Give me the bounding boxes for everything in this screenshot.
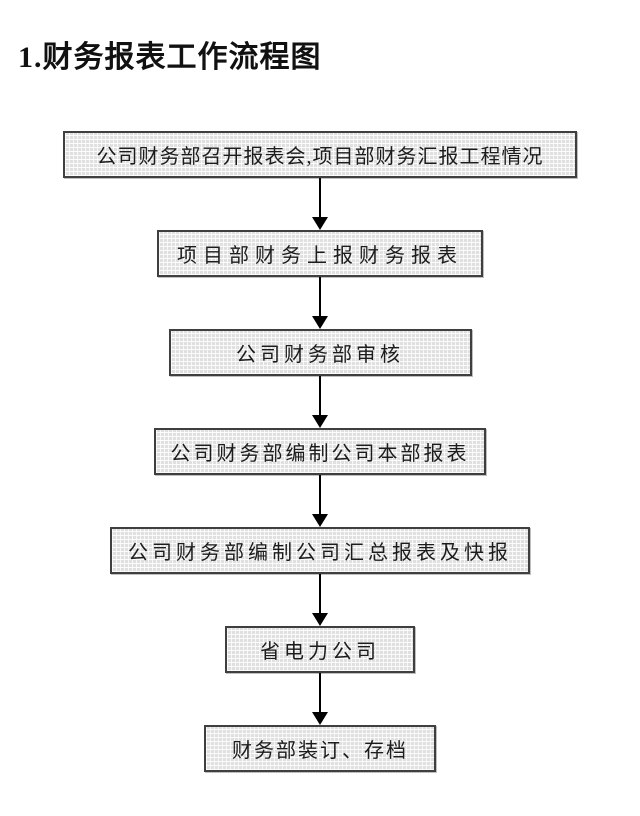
connector-3-4 [312,376,328,428]
arrow-shaft [319,574,321,615]
connector-6-7 [312,673,328,725]
flow-node-label: 公司财务部召开报表会,项目部财务汇报工程情况 [96,146,544,168]
arrow-down-icon [312,613,328,626]
flowchart: 公司财务部召开报表会,项目部财务汇报工程情况 项目部财务上报财务报表 公司财务部… [0,131,640,772]
arrow-shaft [319,178,321,219]
connector-2-3 [312,277,328,329]
flow-node-label: 公司财务部编制公司本部报表 [170,443,470,465]
arrow-shaft [319,673,321,714]
arrow-shaft [319,277,321,318]
connector-4-5 [312,475,328,527]
flow-node-label: 项目部财务上报财务报表 [177,245,463,267]
flow-node-4: 公司财务部编制公司本部报表 [154,428,486,475]
arrow-down-icon [312,514,328,527]
flow-node-5: 公司财务部编制公司汇总报表及快报 [110,527,530,574]
arrow-shaft [319,475,321,516]
flow-node-label: 公司财务部编制公司汇总报表及快报 [128,542,512,564]
flow-node-3: 公司财务部审核 [168,329,472,376]
flow-node-1: 公司财务部召开报表会,项目部财务汇报工程情况 [63,131,577,178]
connector-1-2 [312,178,328,230]
flow-node-6: 省电力公司 [225,626,415,673]
arrow-down-icon [312,712,328,725]
page-title: 1.财务报表工作流程图 [18,41,322,74]
connector-5-6 [312,574,328,626]
flow-node-label: 财务部装订、存档 [232,740,408,762]
arrow-down-icon [312,217,328,230]
arrow-shaft [319,376,321,417]
arrow-down-icon [312,316,328,329]
flow-node-7: 财务部装订、存档 [204,725,436,772]
arrow-down-icon [312,415,328,428]
flow-node-label: 省电力公司 [260,641,380,663]
flow-node-2: 项目部财务上报财务报表 [157,230,483,277]
flow-node-label: 公司财务部审核 [236,344,404,366]
